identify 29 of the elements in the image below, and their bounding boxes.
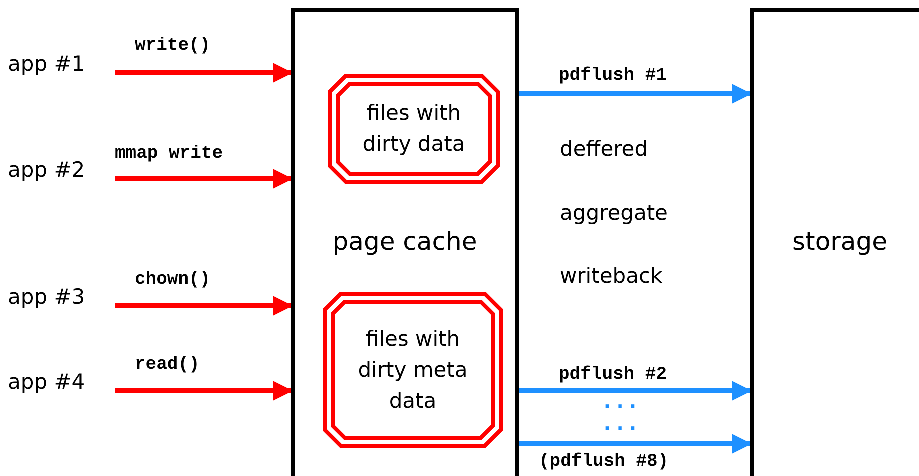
rectangle-box: [291, 8, 519, 476]
arrow: [115, 169, 293, 189]
note-text: writeback: [560, 264, 663, 288]
edge-label: pdflush #2: [559, 366, 668, 384]
app-label: app #3: [8, 285, 86, 309]
arrow: [519, 84, 752, 104]
note-text: deffered: [560, 137, 648, 161]
app-label: app #4: [8, 370, 86, 394]
arrow: [115, 381, 293, 401]
arrow: [519, 434, 752, 454]
app-label: app #1: [8, 52, 86, 76]
edge-label: chown(): [135, 271, 211, 289]
edge-label: pdflush #1: [559, 67, 668, 85]
arrow: [519, 381, 752, 401]
app-label: app #2: [8, 158, 86, 182]
rectangle-box: [750, 8, 919, 476]
ellipsis: ...: [604, 392, 643, 413]
edge-label: mmap write: [115, 145, 224, 163]
box-label: page cache: [332, 227, 478, 256]
box-label: files with dirty meta data: [357, 326, 469, 414]
box-label: files with dirty data: [362, 100, 466, 158]
edge-label: write(): [135, 37, 211, 55]
arrow: [115, 63, 293, 83]
note-text: aggregate: [560, 201, 668, 225]
edge-label: (pdflush #8): [539, 453, 669, 471]
box-label: storage: [792, 227, 888, 256]
edge-label: read(): [135, 356, 200, 374]
arrow: [115, 296, 293, 316]
ellipsis: ...: [604, 414, 643, 435]
